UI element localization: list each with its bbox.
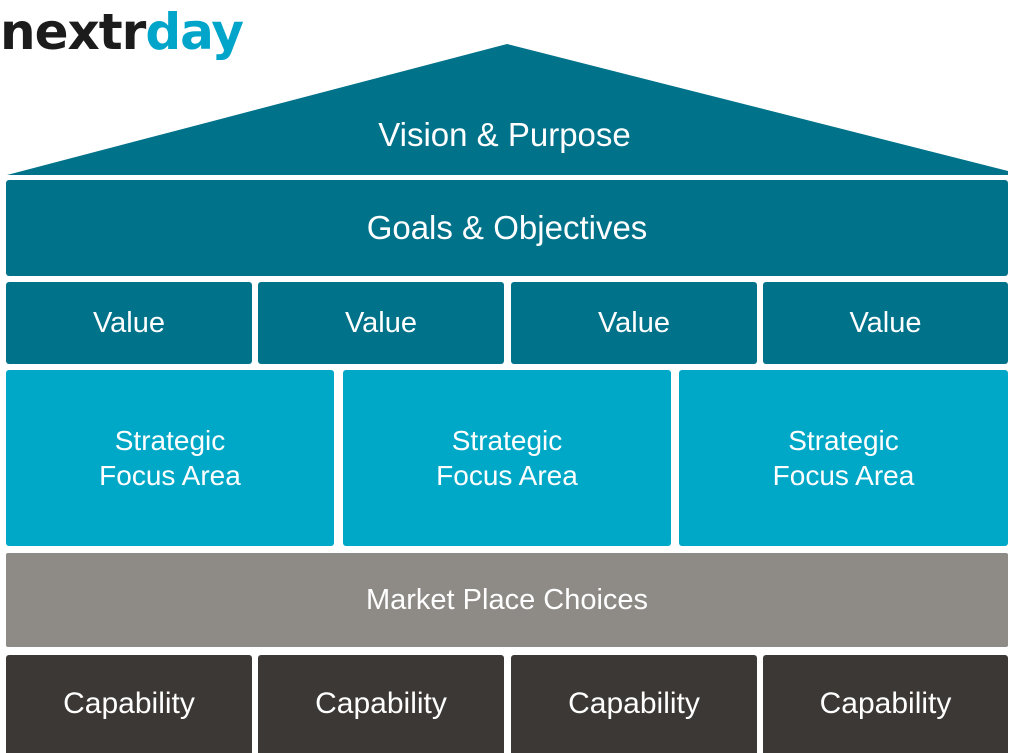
focus-area-line2: Focus Area xyxy=(99,460,241,491)
focus-area-line1: Strategic xyxy=(114,425,226,456)
strategic-focus-area-block: Strategic Focus Area xyxy=(679,370,1008,546)
roof-triangle xyxy=(7,44,1008,175)
value-block: Value xyxy=(763,282,1008,364)
nextrday-logo: nextrday xyxy=(0,2,244,62)
market-place-choices-label: Market Place Choices xyxy=(365,583,649,616)
logo-text-part1: nextr xyxy=(0,3,146,61)
value-label: Value xyxy=(849,306,922,339)
goals-objectives-label: Goals & Objectives xyxy=(366,209,648,246)
capability-block: Capability xyxy=(763,655,1008,753)
capability-block: Capability xyxy=(511,655,757,753)
capability-label: Capability xyxy=(63,687,195,720)
focus-area-line2: Focus Area xyxy=(436,460,578,491)
logo-text-part2: day xyxy=(145,3,244,61)
focus-area-line2: Focus Area xyxy=(772,460,915,491)
capability-block: Capability xyxy=(258,655,504,753)
capability-block: Capability xyxy=(6,655,252,753)
value-block: Value xyxy=(511,282,757,364)
value-block: Value xyxy=(258,282,504,364)
capability-label: Capability xyxy=(315,687,447,720)
strategic-focus-area-block: Strategic Focus Area xyxy=(343,370,671,546)
goals-objectives-block: Goals & Objectives xyxy=(6,180,1008,276)
value-block: Value xyxy=(6,282,252,364)
focus-area-line1: Strategic xyxy=(788,425,899,456)
value-label: Value xyxy=(92,306,166,339)
value-label: Value xyxy=(597,306,671,339)
focus-area-line1: Strategic xyxy=(451,425,563,456)
strategic-focus-area-block: Strategic Focus Area xyxy=(6,370,334,546)
vision-purpose-label: Vision & Purpose xyxy=(378,116,631,153)
market-place-choices-block: Market Place Choices xyxy=(6,553,1008,647)
capability-label: Capability xyxy=(819,687,952,720)
value-label: Value xyxy=(344,306,418,339)
capability-label: Capability xyxy=(568,687,700,720)
